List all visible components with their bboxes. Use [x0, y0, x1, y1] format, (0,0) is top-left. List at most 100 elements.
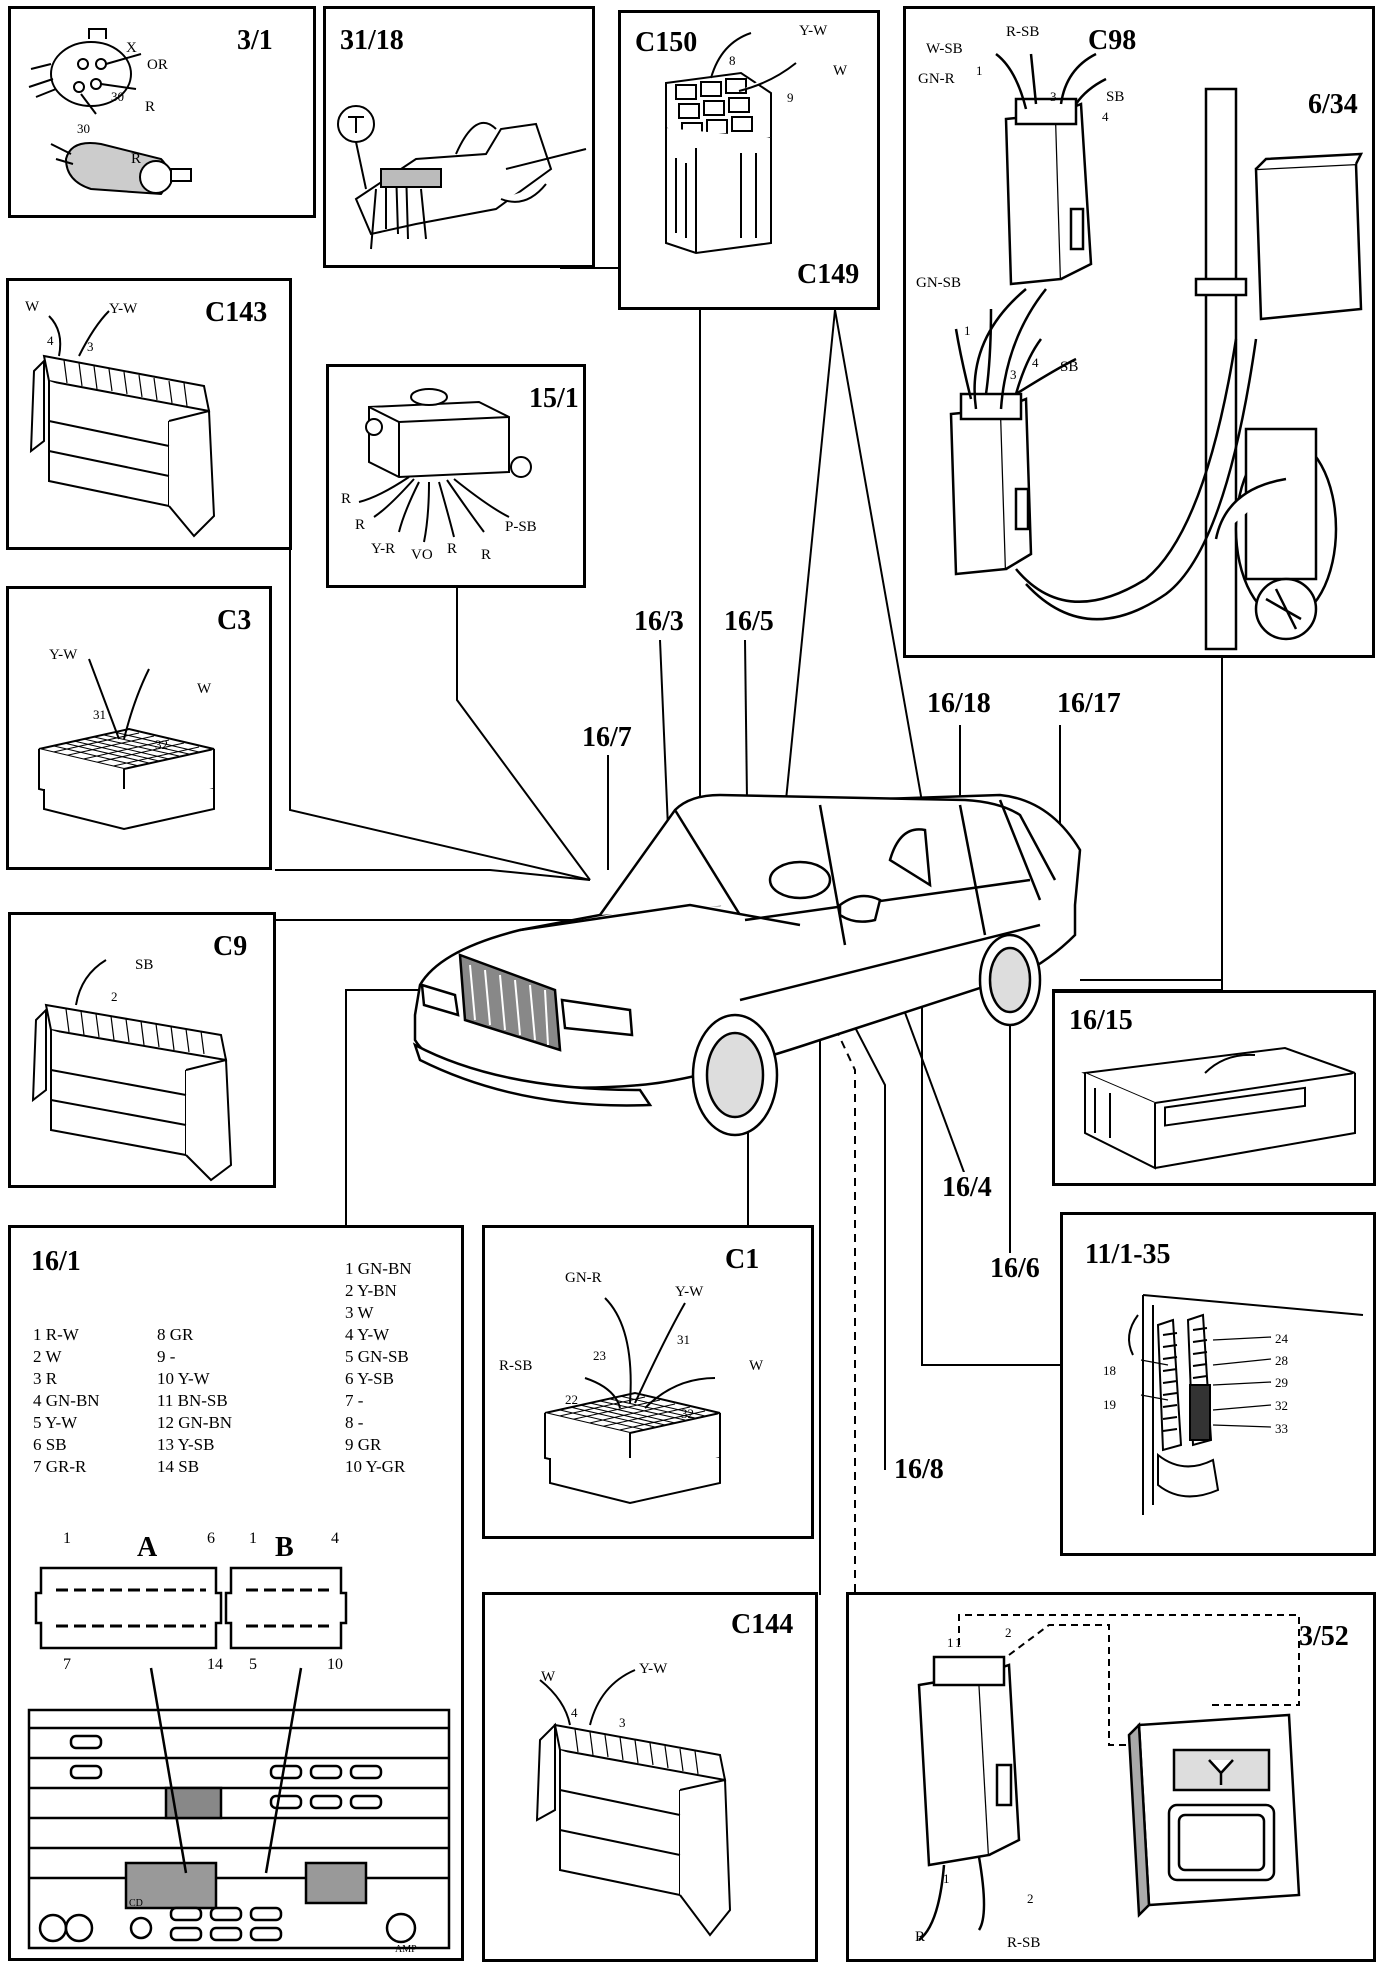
wire-label-r: R — [915, 1929, 926, 1945]
radio-connectors-art — [27, 1566, 451, 1950]
pin-label: 31 — [93, 707, 106, 722]
box-c150-c149: C150 Y-W W 8 9 C149 — [618, 10, 880, 310]
connector-c98-art — [949, 52, 1364, 651]
box-16-1: 16/1 1 R-W 2 W 3 R 4 GN-BN 5 Y-W 6 SB 7 … — [8, 1225, 464, 1961]
pin-label: 33 — [1275, 1421, 1288, 1436]
pin-label: 28 — [1275, 1353, 1288, 1368]
ref-label-16-7: 16/7 — [580, 722, 634, 754]
wire-label-sb: SB — [135, 957, 154, 973]
cd-changer-art — [1081, 1046, 1356, 1170]
pin-label: 1 — [947, 1635, 954, 1650]
pin-label: 2 — [111, 989, 118, 1004]
pin-label: 4 — [1102, 109, 1109, 124]
wire-label-w-sb: W-SB — [926, 41, 963, 57]
wire-label-w: W — [197, 681, 212, 697]
callout-label: 16/1 — [31, 1246, 81, 1277]
connector-b-label: B — [275, 1532, 294, 1563]
wire-label-vo: VO — [411, 547, 433, 563]
pin-label: 32 — [1275, 1398, 1288, 1413]
pin-entry: 9 GR — [345, 1435, 382, 1454]
wire-label-r: R — [341, 491, 352, 507]
pin-entry: 9 - — [157, 1347, 176, 1366]
fuse-box-art — [1128, 1294, 1364, 1515]
ground-point-art — [337, 105, 587, 250]
pin-entry: 3 R — [33, 1369, 58, 1388]
pin-label: 32 — [681, 1406, 694, 1421]
pin-list-a-right: 8 GR 9 - 10 Y-W 11 BN-SB 12 GN-BN 13 Y-S… — [157, 1324, 232, 1478]
wire-label-y-r: Y-R — [371, 541, 396, 557]
box-c144: C144 W Y-W 4 3 — [482, 1592, 818, 1962]
callout-label: C144 — [731, 1609, 794, 1640]
wire-label-r: R — [481, 547, 492, 563]
box-3-1: 3/1 X OR 30 R 30 R — [8, 6, 316, 218]
wire-label-y-w: Y-W — [639, 1661, 668, 1677]
wire-label-gn-r: GN-R — [918, 71, 955, 87]
callout-label: 15/1 — [529, 383, 579, 414]
control-module-art — [358, 388, 532, 543]
pin-entry: 6 SB — [33, 1435, 67, 1454]
box-c3: C3 Y-W W 31 32 — [6, 586, 272, 870]
pin-label: 30 — [111, 89, 124, 104]
wire-label-x: X — [126, 40, 137, 56]
ref-label-16-18: 16/18 — [925, 688, 993, 720]
callout-label: C9 — [213, 931, 248, 962]
ref-label-16-17: 16/17 — [1055, 688, 1123, 720]
pin-label: 4 — [571, 1705, 578, 1720]
ref-label-16-3: 16/3 — [632, 606, 686, 638]
pin-label: 1 — [249, 1530, 257, 1547]
pin-label: 29 — [1275, 1375, 1288, 1390]
pin-entry: 10 Y-W — [157, 1369, 210, 1388]
wire-label-y-w: Y-W — [109, 301, 138, 317]
box-c9: C9 SB 2 — [8, 912, 276, 1188]
pin-label: 5 — [249, 1656, 257, 1673]
callout-label: 3/1 — [237, 25, 273, 56]
pin-entry: 8 GR — [157, 1325, 194, 1344]
wire-label-sb: SB — [1060, 359, 1079, 375]
callout-label: C98 — [1088, 25, 1137, 56]
wire-label-r: R — [447, 541, 458, 557]
pin-label: 1 — [964, 323, 971, 338]
pin-label: 18 — [1103, 1363, 1116, 1378]
pin-entry: 14 SB — [157, 1457, 200, 1476]
connector-c144-art — [535, 1669, 732, 1937]
connector-a-label: A — [137, 1532, 158, 1563]
pin-label: 3 — [1010, 367, 1017, 382]
pin-entry: 7 GR-R — [33, 1457, 87, 1476]
wire-label-w: W — [25, 299, 40, 315]
pin-label: 22 — [565, 1392, 578, 1407]
wire-label-r: R — [355, 517, 366, 533]
pin-label: 2 — [1005, 1625, 1012, 1640]
wire-label-gn-sb: GN-SB — [916, 275, 962, 291]
connector-c3-art — [38, 658, 215, 831]
pin-label: 1 — [63, 1530, 71, 1547]
wire-label-w: W — [833, 63, 848, 79]
callout-label: 6/34 — [1308, 89, 1358, 120]
pin-entry: 5 Y-W — [33, 1413, 78, 1432]
pin-label: 30 — [77, 121, 90, 136]
pin-entry: 10 Y-GR — [345, 1457, 406, 1476]
callout-label: C143 — [205, 297, 268, 328]
wire-label-p-sb: P-SB — [505, 519, 537, 535]
pin-label: 6 — [207, 1530, 215, 1547]
switch-3-52-art — [917, 1614, 1301, 1941]
pin-label: 1 — [976, 63, 983, 78]
wire-label-r: R — [131, 151, 142, 167]
wire-label-y-w: Y-W — [49, 647, 78, 663]
connector-c143-art — [29, 310, 216, 538]
callout-label: 16/15 — [1069, 1005, 1133, 1036]
pin-label: 8 — [729, 53, 736, 68]
wire-label-gn-r: GN-R — [565, 1270, 602, 1286]
box-16-15: 16/15 — [1052, 990, 1376, 1186]
wire-label-r-sb: R-SB — [1007, 1935, 1041, 1951]
connector-c150-art — [665, 32, 797, 255]
pin-label: 10 — [327, 1656, 343, 1673]
pin-entry: 6 Y-SB — [345, 1369, 394, 1388]
pin-entry: 2 Y-BN — [345, 1281, 397, 1300]
pin-entry: 5 GN-SB — [345, 1347, 409, 1366]
pin-label: 9 — [787, 90, 794, 105]
pin-entry: 2 W — [33, 1347, 62, 1366]
pin-entry: 8 - — [345, 1413, 364, 1432]
ref-label-16-8: 16/8 — [892, 1454, 946, 1486]
box-3-52: 3/52 1 1 2 1 2 R R-SB — [846, 1592, 1376, 1962]
